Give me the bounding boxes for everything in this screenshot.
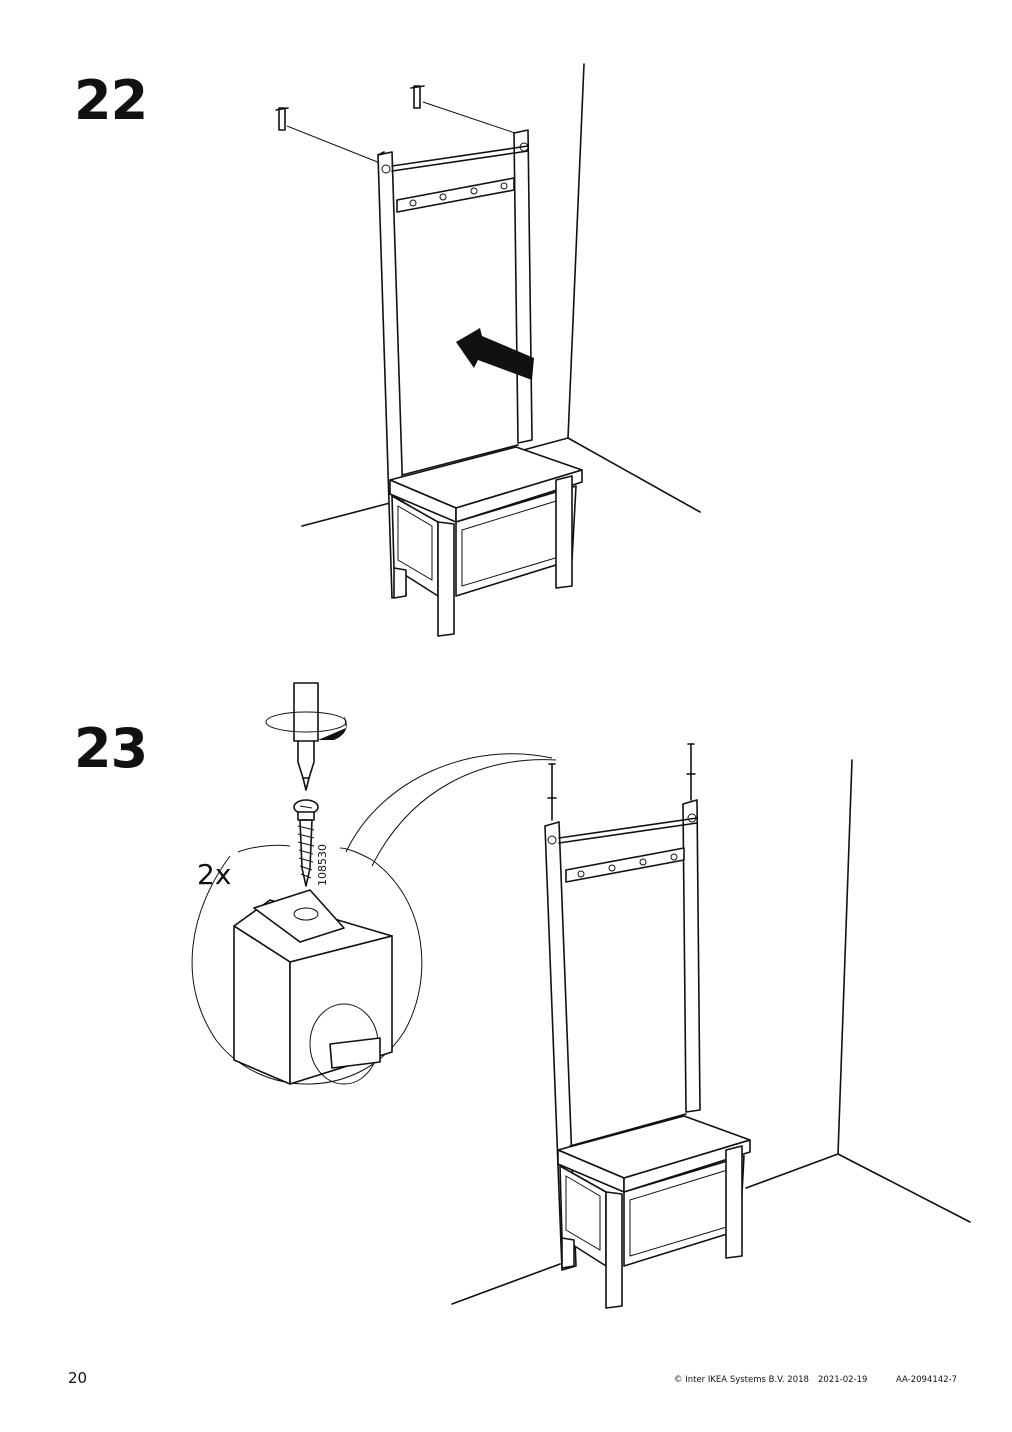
bench-drawing-23: [544, 799, 751, 1309]
push-arrow-icon: [456, 328, 534, 380]
copyright-text: © Inter IKEA Systems B.V. 2018: [674, 1375, 809, 1385]
screw-left-icon: [547, 763, 557, 821]
step-23-number: 23: [74, 717, 148, 780]
document-date: 2021-02-19: [818, 1375, 868, 1385]
quantity-label: 2x: [197, 858, 232, 891]
wall-fixing-right-icon: [410, 85, 519, 135]
part-number-label: 108530: [316, 844, 329, 886]
step-22-illustration: [275, 63, 701, 637]
step-22-number: 22: [74, 69, 148, 132]
wall-fixing-left-icon: [275, 107, 381, 164]
screw-icon: [293, 799, 319, 887]
page-number: 20: [68, 1369, 88, 1387]
document-id: AA-2094142-7: [896, 1375, 958, 1385]
bench-drawing: [377, 129, 583, 637]
detail-magnifier: [191, 753, 557, 1085]
screw-right-icon: [686, 743, 696, 801]
